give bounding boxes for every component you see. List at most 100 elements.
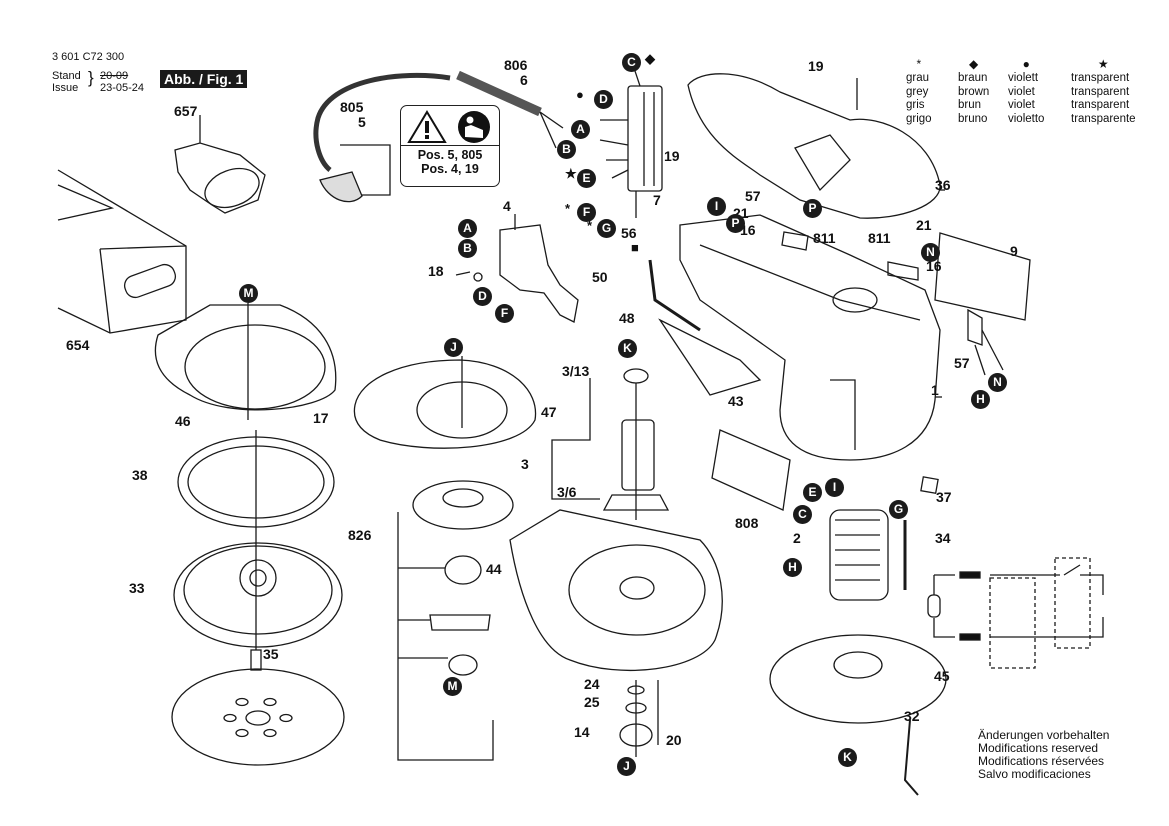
legend-color-en: transparent bbox=[1071, 85, 1130, 98]
part-number-callout[interactable]: 33 bbox=[129, 580, 145, 596]
modification-notice: Änderungen vorbehalten Modifications res… bbox=[978, 729, 1109, 781]
part-number-callout[interactable]: 2 bbox=[793, 530, 801, 546]
part-number-callout[interactable]: 3 bbox=[521, 456, 529, 472]
color-marker: ◆ bbox=[645, 51, 655, 66]
part-number-callout[interactable]: 654 bbox=[66, 337, 90, 353]
label-9 bbox=[934, 232, 1031, 321]
connector-badge: B bbox=[458, 239, 477, 258]
spring-32 bbox=[903, 719, 919, 796]
part-number-callout[interactable]: 57 bbox=[954, 355, 970, 371]
part-number-callout[interactable]: 806 bbox=[504, 57, 528, 73]
legend-symbol: ● bbox=[1022, 57, 1030, 71]
part-number-callout[interactable]: 46 bbox=[175, 413, 191, 429]
notice-de: Änderungen vorbehalten bbox=[978, 728, 1110, 742]
part-number-callout[interactable]: 17 bbox=[313, 410, 329, 426]
fan-826 bbox=[397, 480, 514, 761]
connector-badge: E bbox=[803, 483, 822, 502]
legend-color-it: bruno bbox=[958, 112, 988, 125]
fan-cover-46 bbox=[154, 303, 337, 420]
part-number: 3 601 C72 300 bbox=[52, 51, 125, 63]
color-marker: * bbox=[587, 218, 593, 233]
legend-color-en: violet bbox=[1008, 85, 1035, 98]
legend-color-fr: brun bbox=[958, 99, 982, 111]
part-number-callout[interactable]: 57 bbox=[745, 188, 761, 204]
issue-label: Issue bbox=[52, 82, 79, 94]
part-number-callout[interactable]: 25 bbox=[584, 694, 600, 710]
part-number-callout[interactable]: 35 bbox=[263, 646, 279, 662]
part-number-callout[interactable]: 43 bbox=[728, 393, 744, 409]
legend-color-en: brown bbox=[958, 85, 990, 98]
part-number-callout[interactable]: 16 bbox=[926, 258, 942, 274]
color-marker: ■ bbox=[631, 240, 639, 255]
part-number-callout[interactable]: 45 bbox=[934, 668, 950, 684]
armature-3 bbox=[551, 368, 670, 520]
part-number-callout[interactable]: 50 bbox=[592, 269, 608, 285]
connector-badge: F bbox=[577, 203, 596, 222]
part-number-callout[interactable]: 21 bbox=[916, 217, 932, 233]
part-number-callout[interactable]: 6 bbox=[520, 72, 528, 88]
legend-color-it: grigo bbox=[906, 112, 932, 125]
part-number-callout[interactable]: 3/6 bbox=[557, 484, 577, 500]
legend-color-de: violett bbox=[1008, 72, 1039, 84]
notice-fr: Modifications réservées bbox=[978, 754, 1105, 768]
stand-label: Stand bbox=[52, 70, 81, 82]
part-number-callout[interactable]: 24 bbox=[584, 676, 600, 692]
legend-color-de: grau bbox=[906, 72, 930, 84]
legend-color-en: grey bbox=[906, 85, 929, 98]
color-marker: ● bbox=[576, 87, 584, 102]
connector-badge: N bbox=[988, 373, 1007, 392]
color-marker: ★ bbox=[565, 166, 577, 181]
part-number-callout[interactable]: 20 bbox=[666, 732, 682, 748]
power-cord-805 bbox=[313, 70, 564, 203]
part-number-callout[interactable]: 3/13 bbox=[562, 363, 590, 379]
part-number-callout[interactable]: 48 bbox=[619, 310, 635, 326]
legend-color-fr: gris bbox=[906, 99, 925, 111]
part-number-callout[interactable]: 37 bbox=[936, 489, 952, 505]
warning-label: Pos. 5, 805 Pos. 4, 19 bbox=[400, 105, 500, 187]
part-number-callout[interactable]: 811 bbox=[868, 230, 891, 246]
part-number-callout[interactable]: 826 bbox=[348, 527, 372, 543]
warning-line-2: Pos. 4, 19 bbox=[421, 162, 479, 176]
part-number-callout[interactable]: 18 bbox=[428, 263, 444, 279]
old-date: 20-09 bbox=[100, 70, 129, 82]
brace: } bbox=[88, 68, 94, 87]
part-number-callout[interactable]: 811 bbox=[813, 230, 836, 246]
capacitor-56 bbox=[599, 64, 663, 218]
part-number-callout[interactable]: 44 bbox=[486, 561, 502, 577]
part-number-callout[interactable]: 9 bbox=[1010, 243, 1018, 259]
part-number-callout[interactable]: 47 bbox=[541, 404, 557, 420]
part-number-callout[interactable]: 4 bbox=[503, 198, 511, 214]
part-number-callout[interactable]: 805 bbox=[340, 99, 364, 115]
wiring-diagram bbox=[927, 557, 1104, 669]
part-number-callout[interactable]: 808 bbox=[735, 515, 759, 531]
part-number-callout[interactable]: 56 bbox=[621, 225, 637, 241]
part-number-callout[interactable]: 19 bbox=[664, 148, 680, 164]
part-number-callout[interactable]: 657 bbox=[174, 103, 198, 119]
warning-line-1: Pos. 5, 805 bbox=[417, 148, 483, 162]
connector-badge: K bbox=[838, 748, 857, 767]
legend-color-fr: violet bbox=[1008, 99, 1035, 111]
part-number-callout[interactable]: 5 bbox=[358, 114, 366, 130]
part-number-callout[interactable]: 34 bbox=[935, 530, 951, 546]
connector-badge: D bbox=[473, 287, 492, 306]
label-808 bbox=[711, 429, 791, 511]
part-number-callout[interactable]: 1 bbox=[931, 382, 939, 398]
part-number-callout[interactable]: 19 bbox=[808, 58, 824, 74]
color-marker: * bbox=[565, 201, 571, 216]
part-number-callout[interactable]: 36 bbox=[935, 177, 951, 193]
connector-badge: C bbox=[793, 505, 812, 524]
part-number-callout[interactable]: 14 bbox=[574, 724, 590, 740]
connector-badge: E bbox=[577, 169, 596, 188]
connector-badge: C bbox=[622, 53, 641, 72]
part-number-callout[interactable]: 32 bbox=[904, 708, 920, 724]
part-number-callout[interactable]: 7 bbox=[653, 192, 661, 208]
connector-badge: G bbox=[597, 219, 616, 238]
part-number-callout[interactable]: 38 bbox=[132, 467, 148, 483]
legend-color-it: transparente bbox=[1071, 112, 1136, 125]
stator-2 bbox=[829, 509, 907, 601]
